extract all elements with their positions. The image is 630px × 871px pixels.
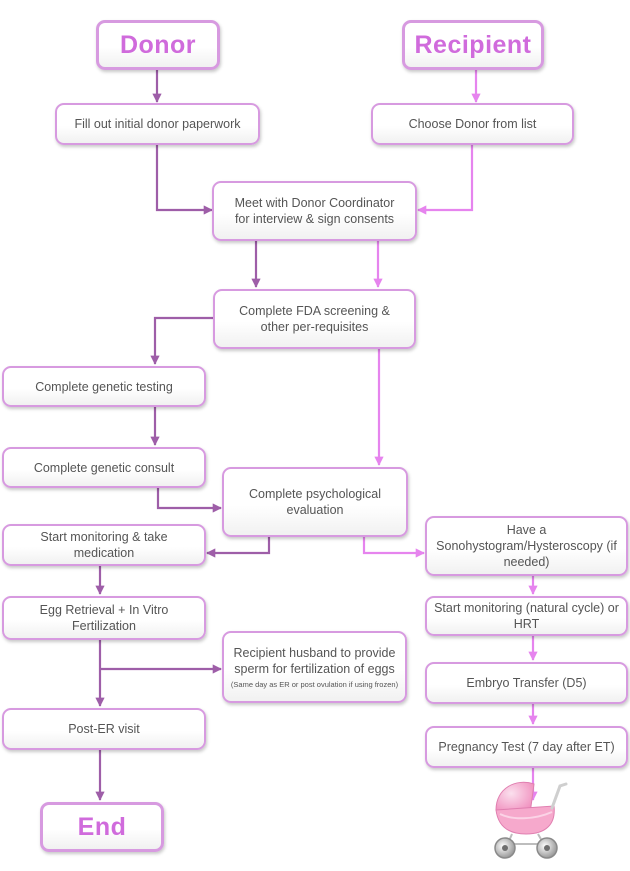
step-choose-donor: Choose Donor from list [371, 103, 574, 145]
step-sonohystogram: Have a Sonohystogram/Hysteroscopy (if ne… [425, 516, 628, 576]
step-husband-sperm: Recipient husband to provide sperm for f… [222, 631, 407, 703]
step-fda-screening: Complete FDA screening & other per-requi… [213, 289, 416, 349]
step-egg-retrieval: Egg Retrieval + In Vitro Fertilization [2, 596, 206, 640]
step-post-er-visit: Post-ER visit [2, 708, 206, 750]
baby-stroller-icon [494, 781, 568, 859]
step-start-monitoring-medication: Start monitoring & take medication [2, 524, 206, 566]
step-donor-paperwork: Fill out initial donor paperwork [55, 103, 260, 145]
step-start-monitoring-natural: Start monitoring (natural cycle) or HRT [425, 596, 628, 636]
arrow-choose-donor-to-coordinator [417, 145, 474, 215]
donor-title: Donor [96, 20, 220, 70]
arrow-fda-to-genetic-testing [150, 316, 213, 365]
arrow-psych-to-sonohystogram [362, 537, 425, 558]
recipient-title: Recipient [402, 20, 544, 70]
arrow-psych-to-monitoring [206, 537, 271, 558]
step-genetic-testing: Complete genetic testing [2, 366, 206, 407]
husband-sperm-text: Recipient husband to provide sperm for f… [233, 645, 396, 676]
arrow-consult-to-psych [156, 488, 222, 513]
step-pregnancy-test: Pregnancy Test (7 day after ET) [425, 726, 628, 768]
end-title: End [40, 802, 164, 852]
step-genetic-consult: Complete genetic consult [2, 447, 206, 488]
arrow-paperwork-to-coordinator [155, 145, 213, 215]
step-psych-evaluation: Complete psychological evaluation [222, 467, 408, 537]
husband-sperm-note: (Same day as ER or post ovulation if usi… [230, 679, 399, 689]
step-embryo-transfer: Embryo Transfer (D5) [425, 662, 628, 704]
step-coordinator-meeting: Meet with Donor Coordinator for intervie… [212, 181, 417, 241]
